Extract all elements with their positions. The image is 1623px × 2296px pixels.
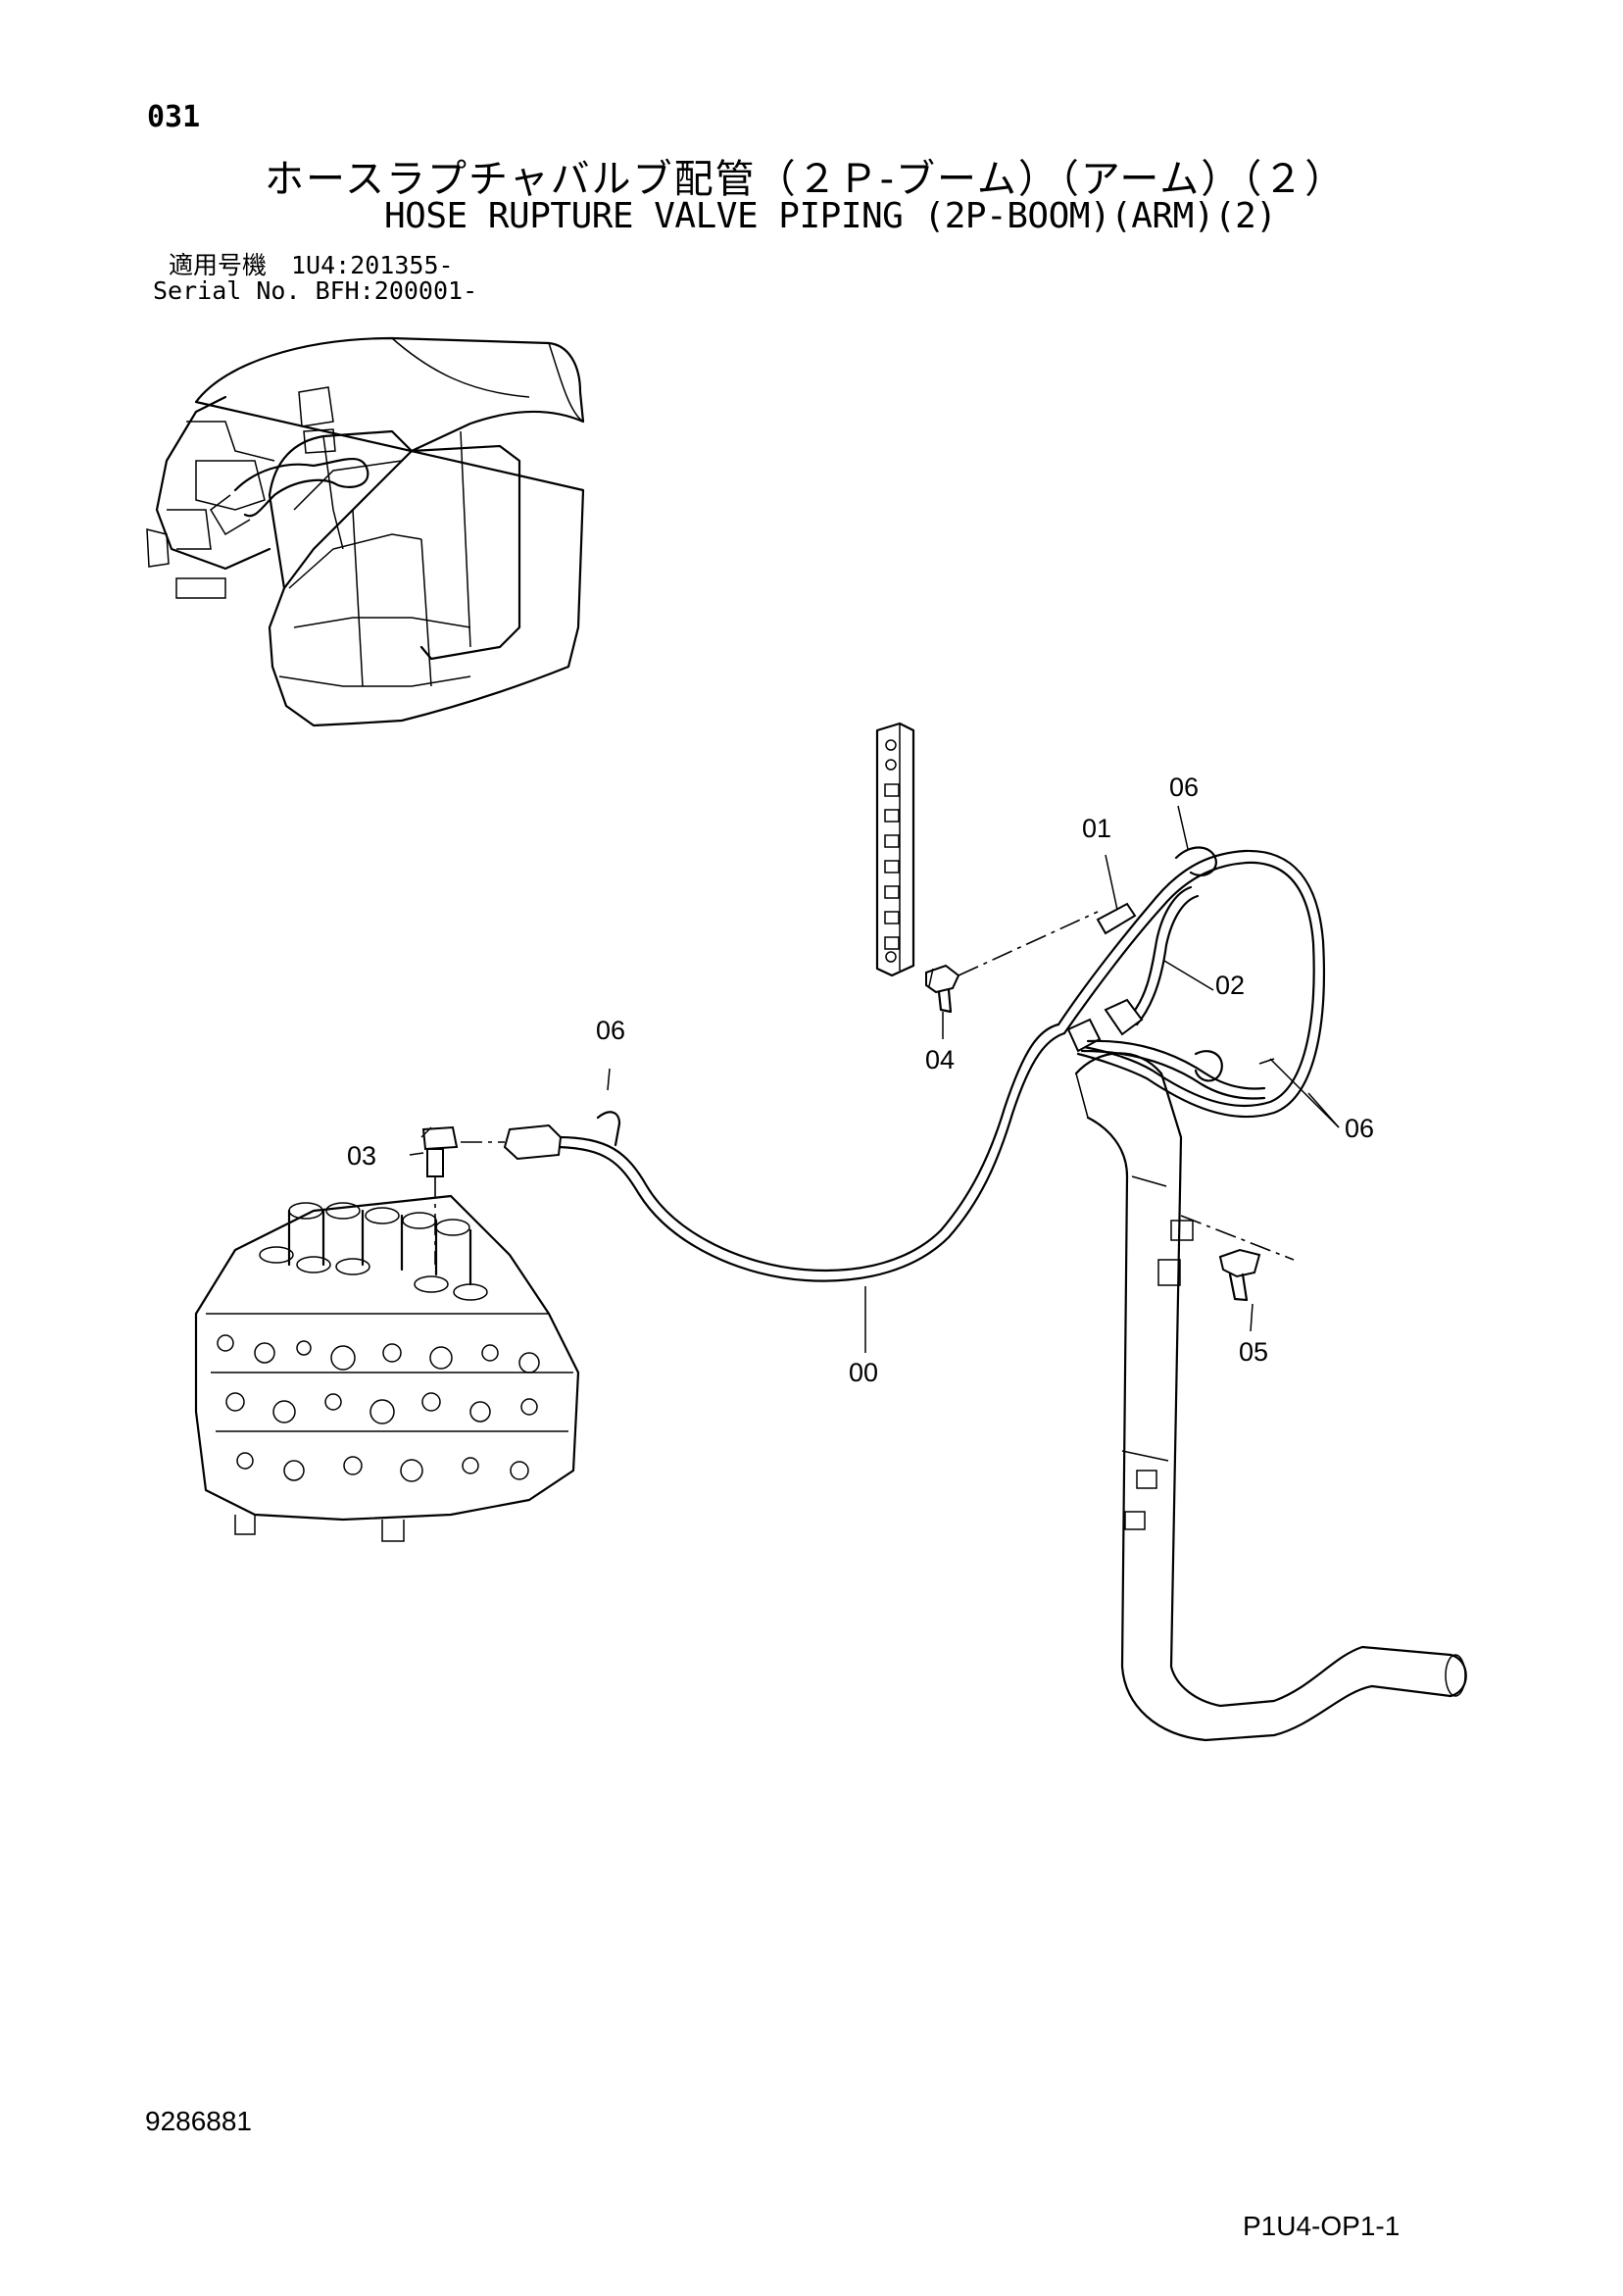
hose-01-02-loops [1057,846,1326,1119]
callout-04: 04 [925,1045,956,1074]
hose-00 [503,1023,1066,1282]
callout-06-right: 06 [1345,1114,1375,1143]
callout-03: 03 [347,1141,377,1171]
callout-00: 00 [849,1358,879,1387]
elbow-fitting-05 [1218,1248,1261,1302]
cab-overview-illustration [146,336,585,727]
leader-04-to-01 [958,911,1099,976]
leader-05-to-pipe [1180,1215,1295,1261]
serial-applicable-label: 適用号機 1U4:201355- [169,251,454,279]
callout-05: 05 [1239,1337,1269,1367]
serial-number-label: Serial No. BFH:200001- [153,276,478,305]
page-number: 031 [147,100,201,134]
callout-leaders [409,805,1340,1353]
elbow-fitting-04 [925,964,960,1014]
page-title-japanese: ホースラプチャバルブ配管（２Ｐ-ブーム）（アーム）（２） [265,157,1347,202]
pilot-manifold-block [875,722,915,977]
boom-pipe [1074,1052,1467,1742]
page-title-english: HOSE RUPTURE VALVE PIPING (2P-BOOM)(ARM)… [384,196,1277,236]
callout-01: 01 [1082,814,1112,843]
callout-06-top: 06 [1169,773,1200,802]
callout-02: 02 [1215,971,1246,1000]
callout-06-left: 06 [596,1016,626,1045]
tee-fitting-03 [420,1125,459,1177]
document-number: 9286881 [145,2106,253,2136]
page-code: P1U4-OP1-1 [1243,2211,1401,2241]
control-valve-assembly [194,1194,580,1542]
